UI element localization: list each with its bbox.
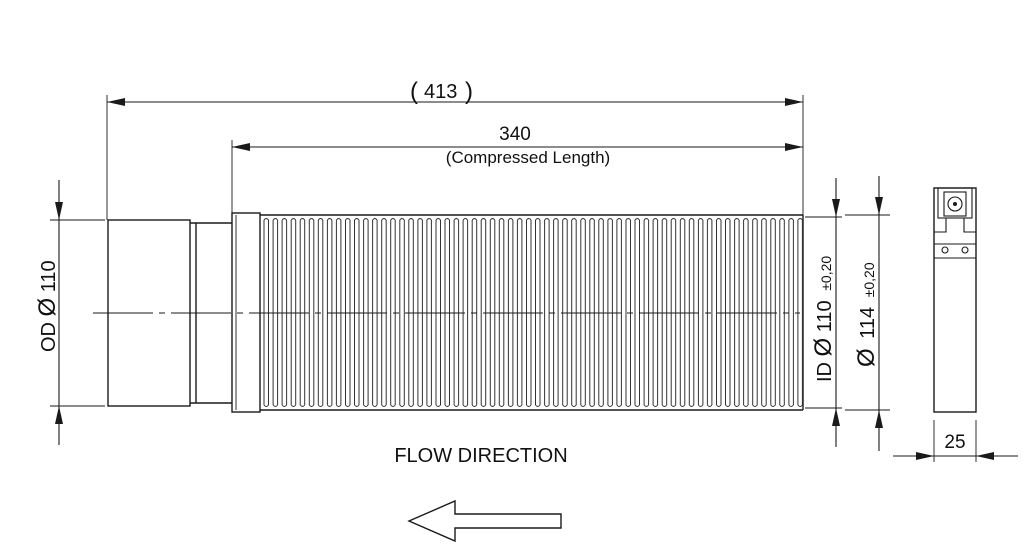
corrugation-rib	[453, 218, 460, 407]
corrugation-rib	[688, 218, 695, 407]
corrugation-rib	[363, 218, 369, 407]
corrugation-rib	[372, 218, 378, 407]
corrugation-rib	[263, 218, 269, 407]
corrugation-rib	[652, 218, 659, 407]
corrugation-rib	[634, 218, 640, 407]
od-value: 110	[38, 260, 60, 292]
corrugation-rib	[716, 218, 722, 407]
outer-diameter-symbol: Ø	[853, 348, 880, 367]
outer-diameter-dimension: Ø 114 ±0,20	[845, 176, 890, 451]
od-diameter-symbol: Ø	[34, 298, 61, 317]
corrugation-rib	[697, 218, 704, 407]
outer-tolerance: ±0,20	[861, 262, 877, 297]
corrugation-rib	[381, 218, 387, 407]
corrugation-rib	[535, 218, 541, 407]
corrugation-rib	[743, 218, 749, 407]
id-diameter-symbol: Ø	[810, 338, 837, 357]
corrugation-rib	[507, 218, 514, 407]
id-tolerance: ±0,20	[818, 256, 834, 291]
svg-text:OD Ø 110: OD Ø 110	[34, 260, 61, 352]
corrugation-rib	[299, 218, 306, 407]
corrugation-rib	[752, 218, 758, 407]
corrugation-rib	[616, 218, 622, 407]
corrugation-rib	[281, 218, 288, 407]
overall-length-close-paren: )	[465, 78, 473, 105]
corrugation-rib	[498, 218, 505, 407]
corrugation-rib	[553, 218, 559, 407]
overall-length-open-paren: (	[410, 78, 418, 105]
id-dimension: ID Ø 110 ±0,20	[805, 178, 842, 447]
corrugation-rib	[589, 218, 595, 407]
corrugation-rib	[435, 218, 441, 407]
corrugation-rib	[571, 218, 577, 407]
corrugation-rib	[544, 218, 550, 407]
corrugation-rib	[354, 218, 360, 407]
corrugation-rib	[643, 218, 650, 407]
clamp-side-view	[933, 187, 977, 413]
compressed-length-dimension: 340 (Compressed Length)	[231, 124, 803, 215]
pipe-body	[93, 212, 804, 413]
od-label: OD	[38, 322, 60, 352]
corrugation-rib	[625, 218, 631, 407]
outer-value: 114	[857, 307, 879, 339]
corrugation-rib	[290, 218, 297, 407]
svg-text:Ø 114 ±0,20: Ø 114 ±0,20	[853, 262, 880, 367]
corrugation-rib	[272, 218, 279, 407]
flow-direction-arrow-icon	[407, 499, 562, 543]
corrugation-rib	[797, 218, 803, 407]
overall-length-dimension: ( 413 )	[106, 78, 804, 220]
corrugation-rib	[408, 218, 414, 407]
corrugation-rib	[788, 218, 794, 407]
corrugation-rib	[426, 218, 432, 407]
corrugation-rib	[345, 218, 351, 407]
corrugation-rib	[526, 218, 532, 407]
compressed-length-label: (Compressed Length)	[446, 148, 610, 167]
svg-text:ID Ø 110 ±0,: ID Ø 110 ±0,20	[810, 256, 837, 382]
corrugations	[263, 218, 803, 407]
id-label: ID	[814, 362, 836, 382]
corrugation-rib	[489, 218, 496, 407]
clamp-width-dimension: 25	[893, 420, 1018, 462]
corrugation-rib	[661, 218, 668, 407]
corrugation-rib	[326, 218, 333, 407]
corrugation-rib	[444, 218, 450, 407]
corrugation-rib	[779, 218, 785, 407]
corrugation-rib	[580, 218, 586, 407]
corrugation-rib	[516, 218, 523, 407]
od-dimension: OD Ø 110	[34, 180, 105, 445]
compressed-length-value: 340	[499, 124, 531, 145]
corrugation-rib	[770, 218, 776, 407]
corrugation-rib	[562, 218, 568, 407]
corrugation-rib	[308, 218, 315, 407]
corrugation-rib	[480, 218, 487, 407]
corrugation-rib	[471, 218, 478, 407]
overall-length-value: 413	[424, 81, 457, 103]
corrugation-rib	[335, 218, 342, 407]
corrugation-rib	[598, 218, 604, 407]
corrugation-rib	[706, 218, 713, 407]
corrugation-rib	[679, 218, 686, 407]
corrugation-rib	[725, 218, 731, 407]
corrugation-rib	[417, 218, 423, 407]
clamp-width-value: 25	[944, 432, 965, 453]
corrugation-rib	[670, 218, 677, 407]
corrugation-rib	[734, 218, 740, 407]
corrugation-rib	[462, 218, 469, 407]
id-value: 110	[814, 300, 836, 332]
corrugation-rib	[390, 218, 396, 407]
corrugation-rib	[399, 218, 405, 407]
corrugation-rib	[761, 218, 767, 407]
flow-direction-label: FLOW DIRECTION	[394, 445, 567, 467]
flow-direction: FLOW DIRECTION	[394, 445, 568, 543]
corrugation-rib	[317, 218, 324, 407]
corrugation-rib	[607, 218, 613, 407]
